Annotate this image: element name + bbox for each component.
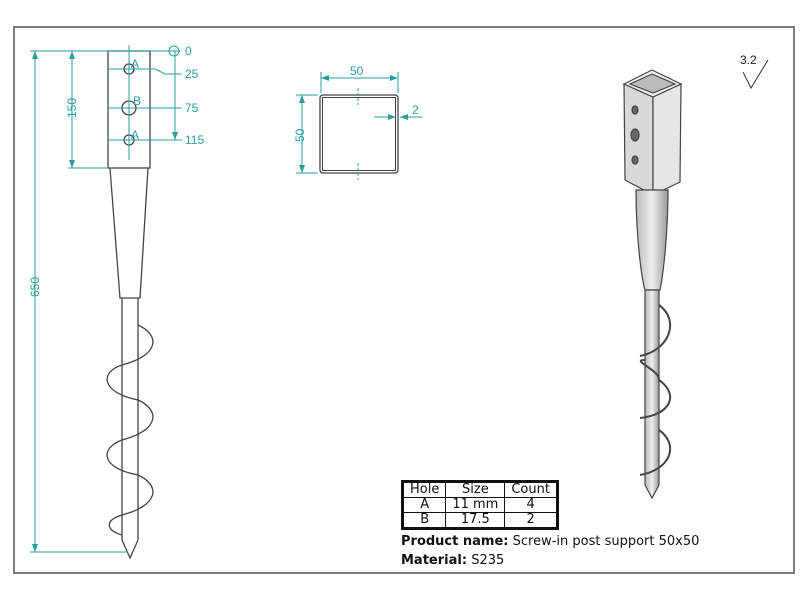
iso-view <box>622 69 683 500</box>
header-count: Count <box>504 481 558 498</box>
dim-section-width: 50 <box>350 64 364 78</box>
material-value: S235 <box>471 553 505 568</box>
side-dimensions <box>30 45 182 553</box>
taper <box>109 167 149 299</box>
hole-label-a-top: A <box>131 57 139 71</box>
dim-overall-length: 650 <box>28 277 42 297</box>
header-hole: Hole <box>401 481 447 498</box>
cell-size: 17.5 <box>445 512 506 529</box>
side-view <box>106 50 154 560</box>
shaft <box>121 298 139 560</box>
material-label: Material: <box>401 553 468 568</box>
material-line: Material: S235 <box>401 553 504 568</box>
cell-count: 2 <box>504 512 558 529</box>
dim-sleeve-length: 150 <box>65 98 79 118</box>
dim-hole-0: 0 <box>185 44 192 58</box>
dim-section-height: 50 <box>293 128 307 142</box>
cell-hole: B <box>401 512 447 529</box>
dim-wall-thickness: 2 <box>412 103 419 117</box>
cell-count: 4 <box>504 497 558 513</box>
hole-label-a-bottom: A <box>131 128 139 142</box>
cell-size: 11 mm <box>445 497 506 513</box>
product-name: Screw-in post support 50x50 <box>512 534 700 549</box>
product-name-line: Product name: Screw-in post support 50x5… <box>401 534 699 549</box>
hole-label-b: B <box>133 94 141 108</box>
section-view <box>296 72 422 180</box>
dim-hole-25: 25 <box>185 67 199 81</box>
dim-hole-75: 75 <box>185 101 199 115</box>
product-name-label: Product name: <box>401 534 509 549</box>
helix <box>106 324 154 536</box>
cell-hole: A <box>401 497 447 513</box>
drawing-frame <box>13 26 795 574</box>
roughness-symbol <box>742 59 769 90</box>
dim-hole-115: 115 <box>185 133 204 147</box>
header-size: Size <box>445 481 506 498</box>
roughness-value: 3.2 <box>740 53 757 67</box>
